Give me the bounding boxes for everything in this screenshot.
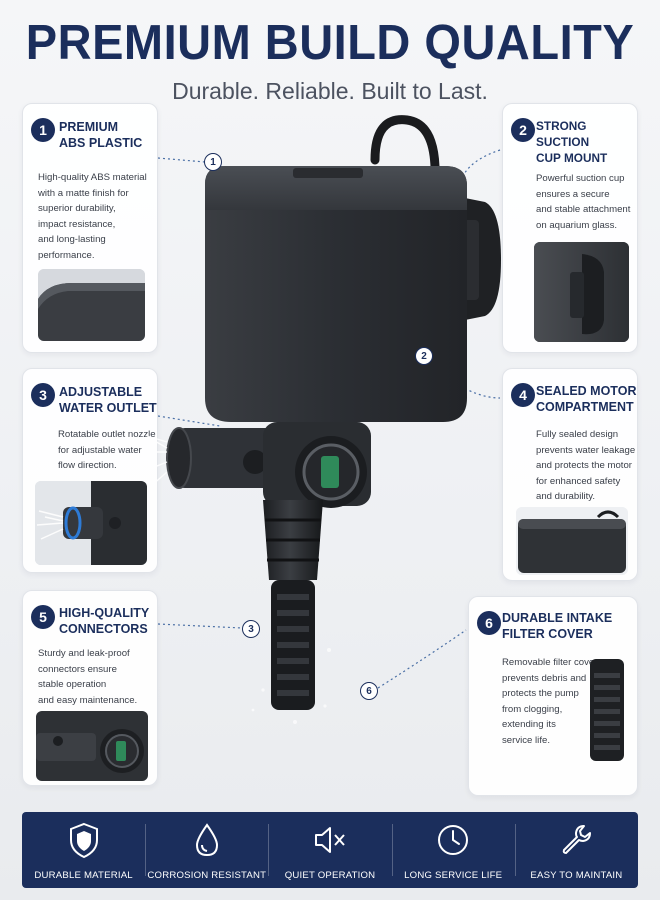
wrench-icon (563, 825, 592, 854)
leader-line-2b (431, 365, 501, 399)
feature-title: HIGH-QUALITY CONNECTORS (59, 606, 150, 636)
sealed-motor-thumbnail (516, 507, 628, 575)
connectors-image (36, 711, 148, 781)
callout-marker: 6 (360, 682, 378, 700)
cable-handle (370, 115, 440, 185)
feature-title: SEALED MOTOR COMPARTMENT (536, 384, 637, 414)
footer-feature-corrosion-resistant: CORROSION RESISTANT (145, 812, 268, 888)
leader-line-6 (377, 629, 467, 689)
connectors-thumbnail (36, 711, 148, 781)
feature-description: Sturdy and leak-proof connectors ensure … (38, 648, 138, 706)
speaker-muted-icon (315, 827, 345, 853)
callout-marker: 1 (204, 153, 222, 171)
feature-title: DURABLE INTAKE FILTER COVER (502, 611, 613, 641)
footer-feature-quiet-operation: QUIET OPERATION (268, 812, 391, 888)
feature-card-sealed-motor: 4 SEALED MOTOR COMPARTMENT Fully sealed … (502, 368, 638, 581)
footer-feature-label: LONG SERVICE LIFE (404, 870, 503, 881)
footer-feature-label: DURABLE MATERIAL (34, 870, 133, 881)
feature-footer-bar: DURABLE MATERIAL CORROSION RESISTANT QUI… (22, 812, 638, 888)
feature-number-badge: 4 (511, 383, 535, 407)
aquarium-pump-illustration (145, 115, 501, 724)
footer-feature-easy-to-maintain: EASY TO MAINTAIN (514, 812, 638, 888)
callout-marker: 3 (242, 620, 260, 638)
leader-line-3-outlet (157, 415, 221, 427)
leader-line-5 (157, 623, 243, 629)
page-subtitle: Durable. Reliable. Built to Last. (172, 78, 488, 104)
feature-description: Fully sealed design prevents water leaka… (536, 429, 636, 503)
feature-description: Removable filter cover prevents debris a… (502, 657, 598, 746)
feature-card-water-outlet: 3 ADJUSTABLE WATER OUTLET Rotatable outl… (22, 368, 158, 573)
water-spray (145, 435, 168, 487)
motor-lid (205, 166, 467, 210)
intake-filter-thumbnail (586, 657, 628, 763)
feature-card-intake-filter: 6 DURABLE INTAKE FILTER COVER Removable … (468, 596, 638, 796)
shield-icon (69, 822, 98, 859)
feature-title: ADJUSTABLE WATER OUTLET (59, 385, 157, 415)
feature-card-abs-plastic: 1 PREMIUM ABS PLASTIC High-quality ABS m… (22, 103, 158, 353)
feature-description: Powerful suction cup ensures a secure an… (536, 173, 631, 231)
suction-cup-image (534, 242, 629, 342)
footer-feature-label: QUIET OPERATION (284, 870, 376, 881)
feature-card-connectors: 5 HIGH-QUALITY CONNECTORS Sturdy and lea… (22, 590, 158, 786)
water-drop-icon (195, 823, 218, 857)
feature-number-badge: 1 (31, 118, 55, 142)
water-outlet-image (35, 481, 147, 565)
abs-plastic-thumbnail (38, 269, 145, 341)
clock-icon (438, 825, 469, 855)
sealed-motor-image (516, 507, 628, 575)
feature-description: Rotatable outlet nozzle for adjustable w… (58, 429, 156, 472)
footer-feature-long-service-life: LONG SERVICE LIFE (391, 812, 515, 888)
intake-filter-image (590, 659, 624, 761)
feature-number-badge: 6 (477, 611, 501, 635)
feature-number-badge: 5 (31, 605, 55, 629)
feature-description: High-quality ABS material with a matte f… (38, 172, 147, 261)
feature-title: PREMIUM ABS PLASTIC (59, 120, 143, 150)
abs-plastic-image (38, 269, 145, 341)
suction-cup-thumbnail (534, 242, 629, 342)
feature-card-suction-cup: 2 STRONG SUCTION CUP MOUNT Powerful suct… (502, 103, 638, 353)
water-outlet-thumbnail (35, 481, 147, 565)
footer-feature-label: EASY TO MAINTAIN (530, 870, 623, 881)
footer-feature-label: CORROSION RESISTANT (147, 870, 267, 881)
feature-number-badge: 2 (511, 118, 535, 142)
footer-feature-durable-material: DURABLE MATERIAL (22, 812, 145, 888)
feature-number-badge: 3 (31, 383, 55, 407)
callout-marker: 2 (415, 347, 433, 365)
page-title: PREMIUM BUILD QUALITY (25, 13, 635, 70)
feature-title: STRONG SUCTION CUP MOUNT (536, 119, 608, 165)
motor-housing (205, 166, 467, 422)
